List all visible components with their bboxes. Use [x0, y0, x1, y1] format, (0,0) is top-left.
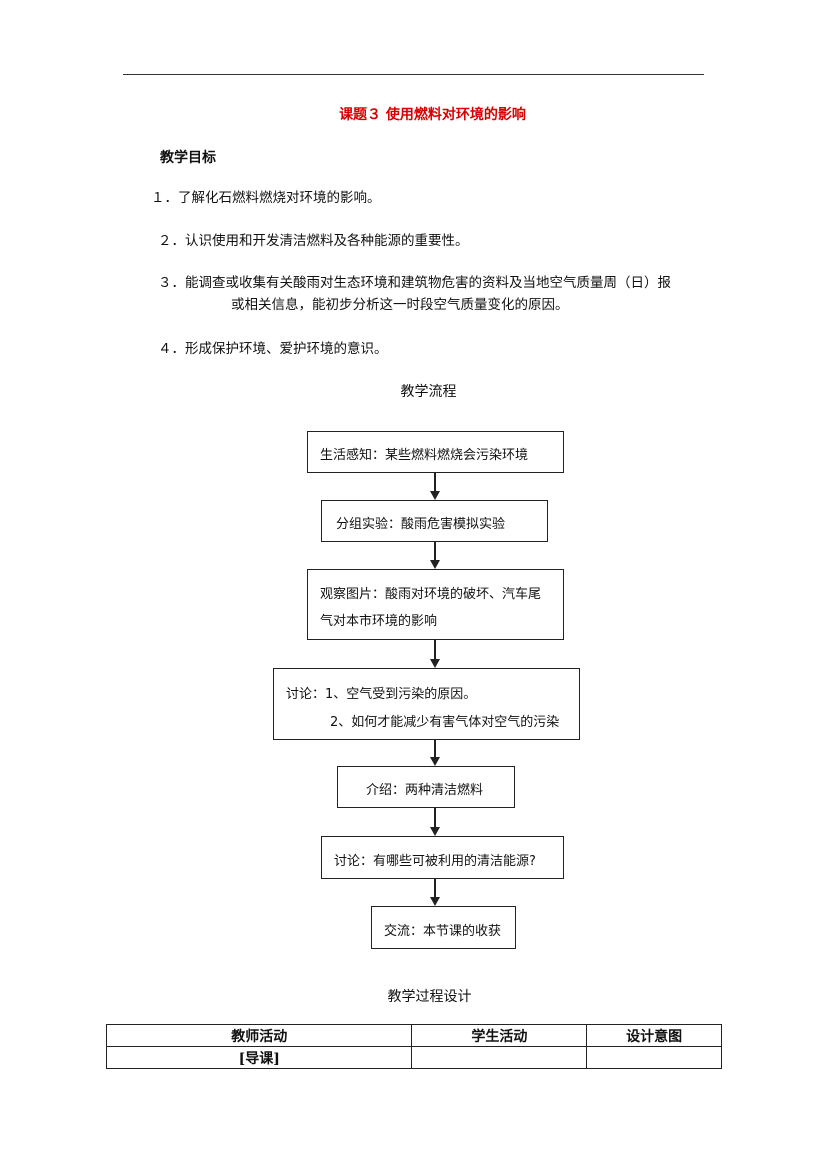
- flow-step-6: 讨论：有哪些可被利用的清洁能源?: [321, 836, 564, 879]
- header-rule: [123, 74, 704, 75]
- flow-step-7: 交流：本节课的收获: [371, 906, 516, 949]
- objective-2: ２．认识使用和开发清洁燃料及各种能源的重要性。: [158, 233, 469, 249]
- document-title: 课题３ 使用燃料对环境的影响: [339, 107, 526, 123]
- arrow-down-icon: [430, 659, 440, 668]
- arrow-down-icon: [430, 897, 440, 906]
- flow-step-1-text: 生活感知：某些燃料燃烧会污染环境: [320, 448, 529, 463]
- table-row: [导课]: [105, 1046, 722, 1069]
- arrow-down-icon: [430, 757, 440, 766]
- flow-arrow-1: [434, 473, 436, 491]
- flow-step-3-text-line2: 气对本市环境的影响: [320, 614, 438, 629]
- section-heading: 教学目标: [160, 150, 216, 166]
- arrow-down-icon: [430, 491, 440, 500]
- flow-arrow-4: [434, 740, 436, 757]
- objective-3-continued: 或相关信息，能初步分析这一时段空气质量变化的原因。: [231, 297, 569, 313]
- flow-step-4-text: 讨论：1、空气受到污染的原因。: [286, 687, 477, 702]
- process-design-table: 教师活动 学生活动 设计意图 [导课]: [105, 1024, 722, 1069]
- flow-step-1: 生活感知：某些燃料燃烧会污染环境: [307, 431, 564, 473]
- header-student-activity: 学生活动: [411, 1024, 588, 1047]
- flow-title: 教学流程: [400, 384, 457, 400]
- flow-step-2-text: 分组实验：酸雨危害模拟实验: [336, 517, 506, 532]
- flow-arrow-5: [434, 808, 436, 827]
- arrow-down-icon: [430, 827, 440, 836]
- flow-step-3-text: 观察图片：酸雨对环境的破坏、汽车尾: [320, 587, 542, 602]
- objective-4: ４．形成保护环境、爱护环境的意识。: [158, 341, 388, 357]
- header-teacher-activity: 教师活动: [105, 1024, 413, 1047]
- table-header-row: 教师活动 学生活动 设计意图: [105, 1024, 722, 1047]
- flow-arrow-3: [434, 640, 436, 659]
- flow-step-2: 分组实验：酸雨危害模拟实验: [321, 500, 548, 542]
- header-design-intent: 设计意图: [586, 1024, 722, 1047]
- objective-1: １．了解化石燃料燃烧对环境的影响。: [151, 190, 381, 206]
- flow-step-6-text: 讨论：有哪些可被利用的清洁能源?: [334, 854, 536, 869]
- flow-step-4-text-line2: 2、如何才能减少有害气体对空气的污染: [330, 715, 560, 730]
- objective-3: ３．能调查或收集有关酸雨对生态环境和建筑物危害的资料及当地空气质量周（日）报: [158, 275, 671, 291]
- table-cell-student: [411, 1046, 588, 1069]
- flow-step-3: 观察图片：酸雨对环境的破坏、汽车尾 气对本市环境的影响: [307, 569, 564, 640]
- table-cell-teacher: [导课]: [105, 1046, 413, 1069]
- flow-arrow-6: [434, 879, 436, 897]
- arrow-down-icon: [430, 560, 440, 569]
- flow-step-5-text: 介绍：两种清洁燃料: [366, 783, 484, 798]
- flow-arrow-2: [434, 542, 436, 560]
- flow-step-5: 介绍：两种清洁燃料: [337, 766, 515, 808]
- flow-step-4: 讨论：1、空气受到污染的原因。 2、如何才能减少有害气体对空气的污染: [273, 668, 580, 740]
- table-title: 教学过程设计: [387, 989, 472, 1005]
- flow-step-7-text: 交流：本节课的收获: [384, 924, 502, 939]
- table-cell-intent: [586, 1046, 722, 1069]
